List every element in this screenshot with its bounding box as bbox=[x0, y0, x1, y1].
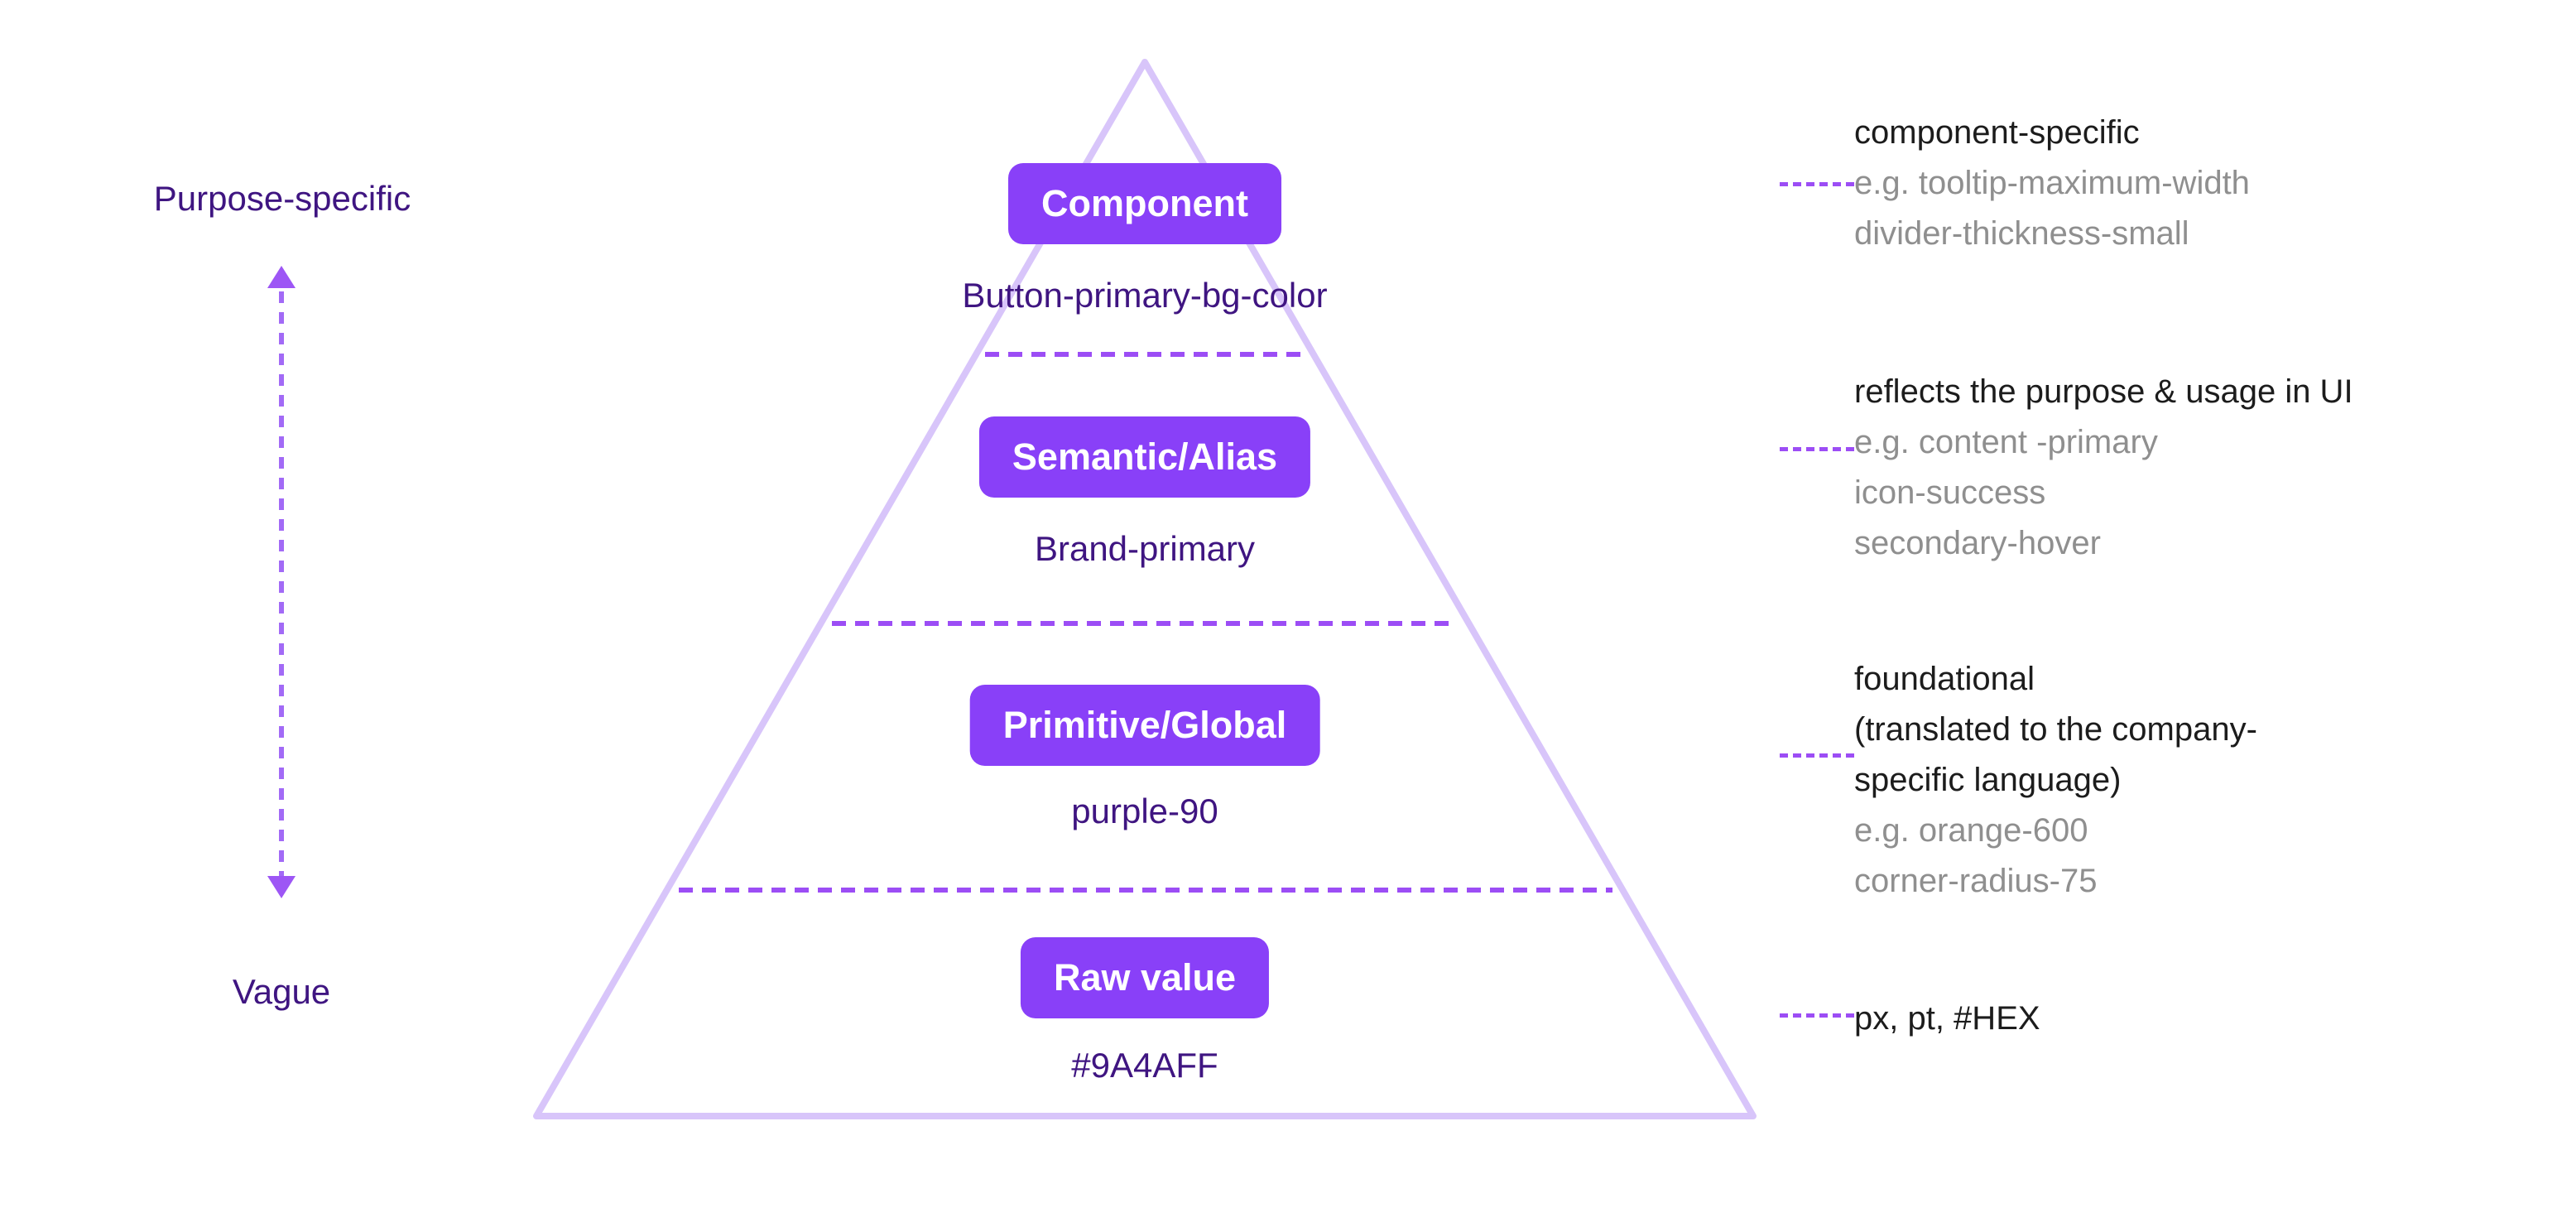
annotation-example: divider-thickness-small bbox=[1854, 215, 2189, 252]
annotation-example: secondary-hover bbox=[1854, 525, 2101, 561]
annotation-example: e.g. content -primary bbox=[1854, 424, 2158, 460]
level-chip-component: Component bbox=[1008, 163, 1281, 244]
pyramid-triangle bbox=[533, 59, 1757, 1119]
annotation-title: (translated to the company- bbox=[1854, 711, 2257, 748]
annotation-connector-4 bbox=[1780, 1013, 1858, 1018]
axis-arrowhead-up-icon bbox=[267, 266, 296, 288]
annotation-title: specific language) bbox=[1854, 762, 2122, 798]
level-separator-1 bbox=[985, 352, 1304, 357]
annotation-primitive-level: foundational (translated to the company-… bbox=[1854, 654, 2257, 907]
annotation-semantic-level: reflects the purpose & usage in UI e.g. … bbox=[1854, 367, 2353, 569]
annotation-example: icon-success bbox=[1854, 474, 2046, 511]
level-chip-semantic: Semantic/Alias bbox=[978, 416, 1311, 498]
axis-label-purpose-specific: Purpose-specific bbox=[153, 179, 411, 218]
annotation-connector-3 bbox=[1780, 753, 1858, 758]
annotation-title: reflects the purpose & usage in UI bbox=[1854, 373, 2353, 410]
annotation-title: px, pt, #HEX bbox=[1854, 1000, 2040, 1037]
annotation-connector-2 bbox=[1780, 447, 1858, 451]
axis-label-vague: Vague bbox=[232, 972, 331, 1011]
level-separator-3 bbox=[679, 888, 1612, 893]
example-token-semantic: Brand-primary bbox=[1034, 529, 1256, 568]
example-token-component: Button-primary-bg-color bbox=[962, 276, 1328, 315]
level-separator-2 bbox=[832, 621, 1457, 626]
annotation-example: e.g. orange-600 bbox=[1854, 812, 2088, 849]
annotation-example: corner-radius-75 bbox=[1854, 863, 2098, 899]
annotation-raw-value-level: px, pt, #HEX bbox=[1854, 994, 2040, 1044]
axis-arrowhead-down-icon bbox=[267, 876, 296, 898]
annotation-connector-1 bbox=[1780, 182, 1858, 186]
level-chip-raw-value: Raw value bbox=[1020, 937, 1270, 1018]
annotation-title: foundational bbox=[1854, 661, 2035, 697]
example-token-raw-value: #9A4AFF bbox=[1071, 1046, 1218, 1085]
example-token-primitive: purple-90 bbox=[1071, 792, 1218, 830]
level-chip-primitive: Primitive/Global bbox=[969, 685, 1320, 766]
axis-dashed-line bbox=[279, 291, 284, 876]
annotation-title: component-specific bbox=[1854, 114, 2140, 151]
annotation-component-level: component-specific e.g. tooltip-maximum-… bbox=[1854, 108, 2250, 259]
annotation-example: e.g. tooltip-maximum-width bbox=[1854, 165, 2250, 201]
